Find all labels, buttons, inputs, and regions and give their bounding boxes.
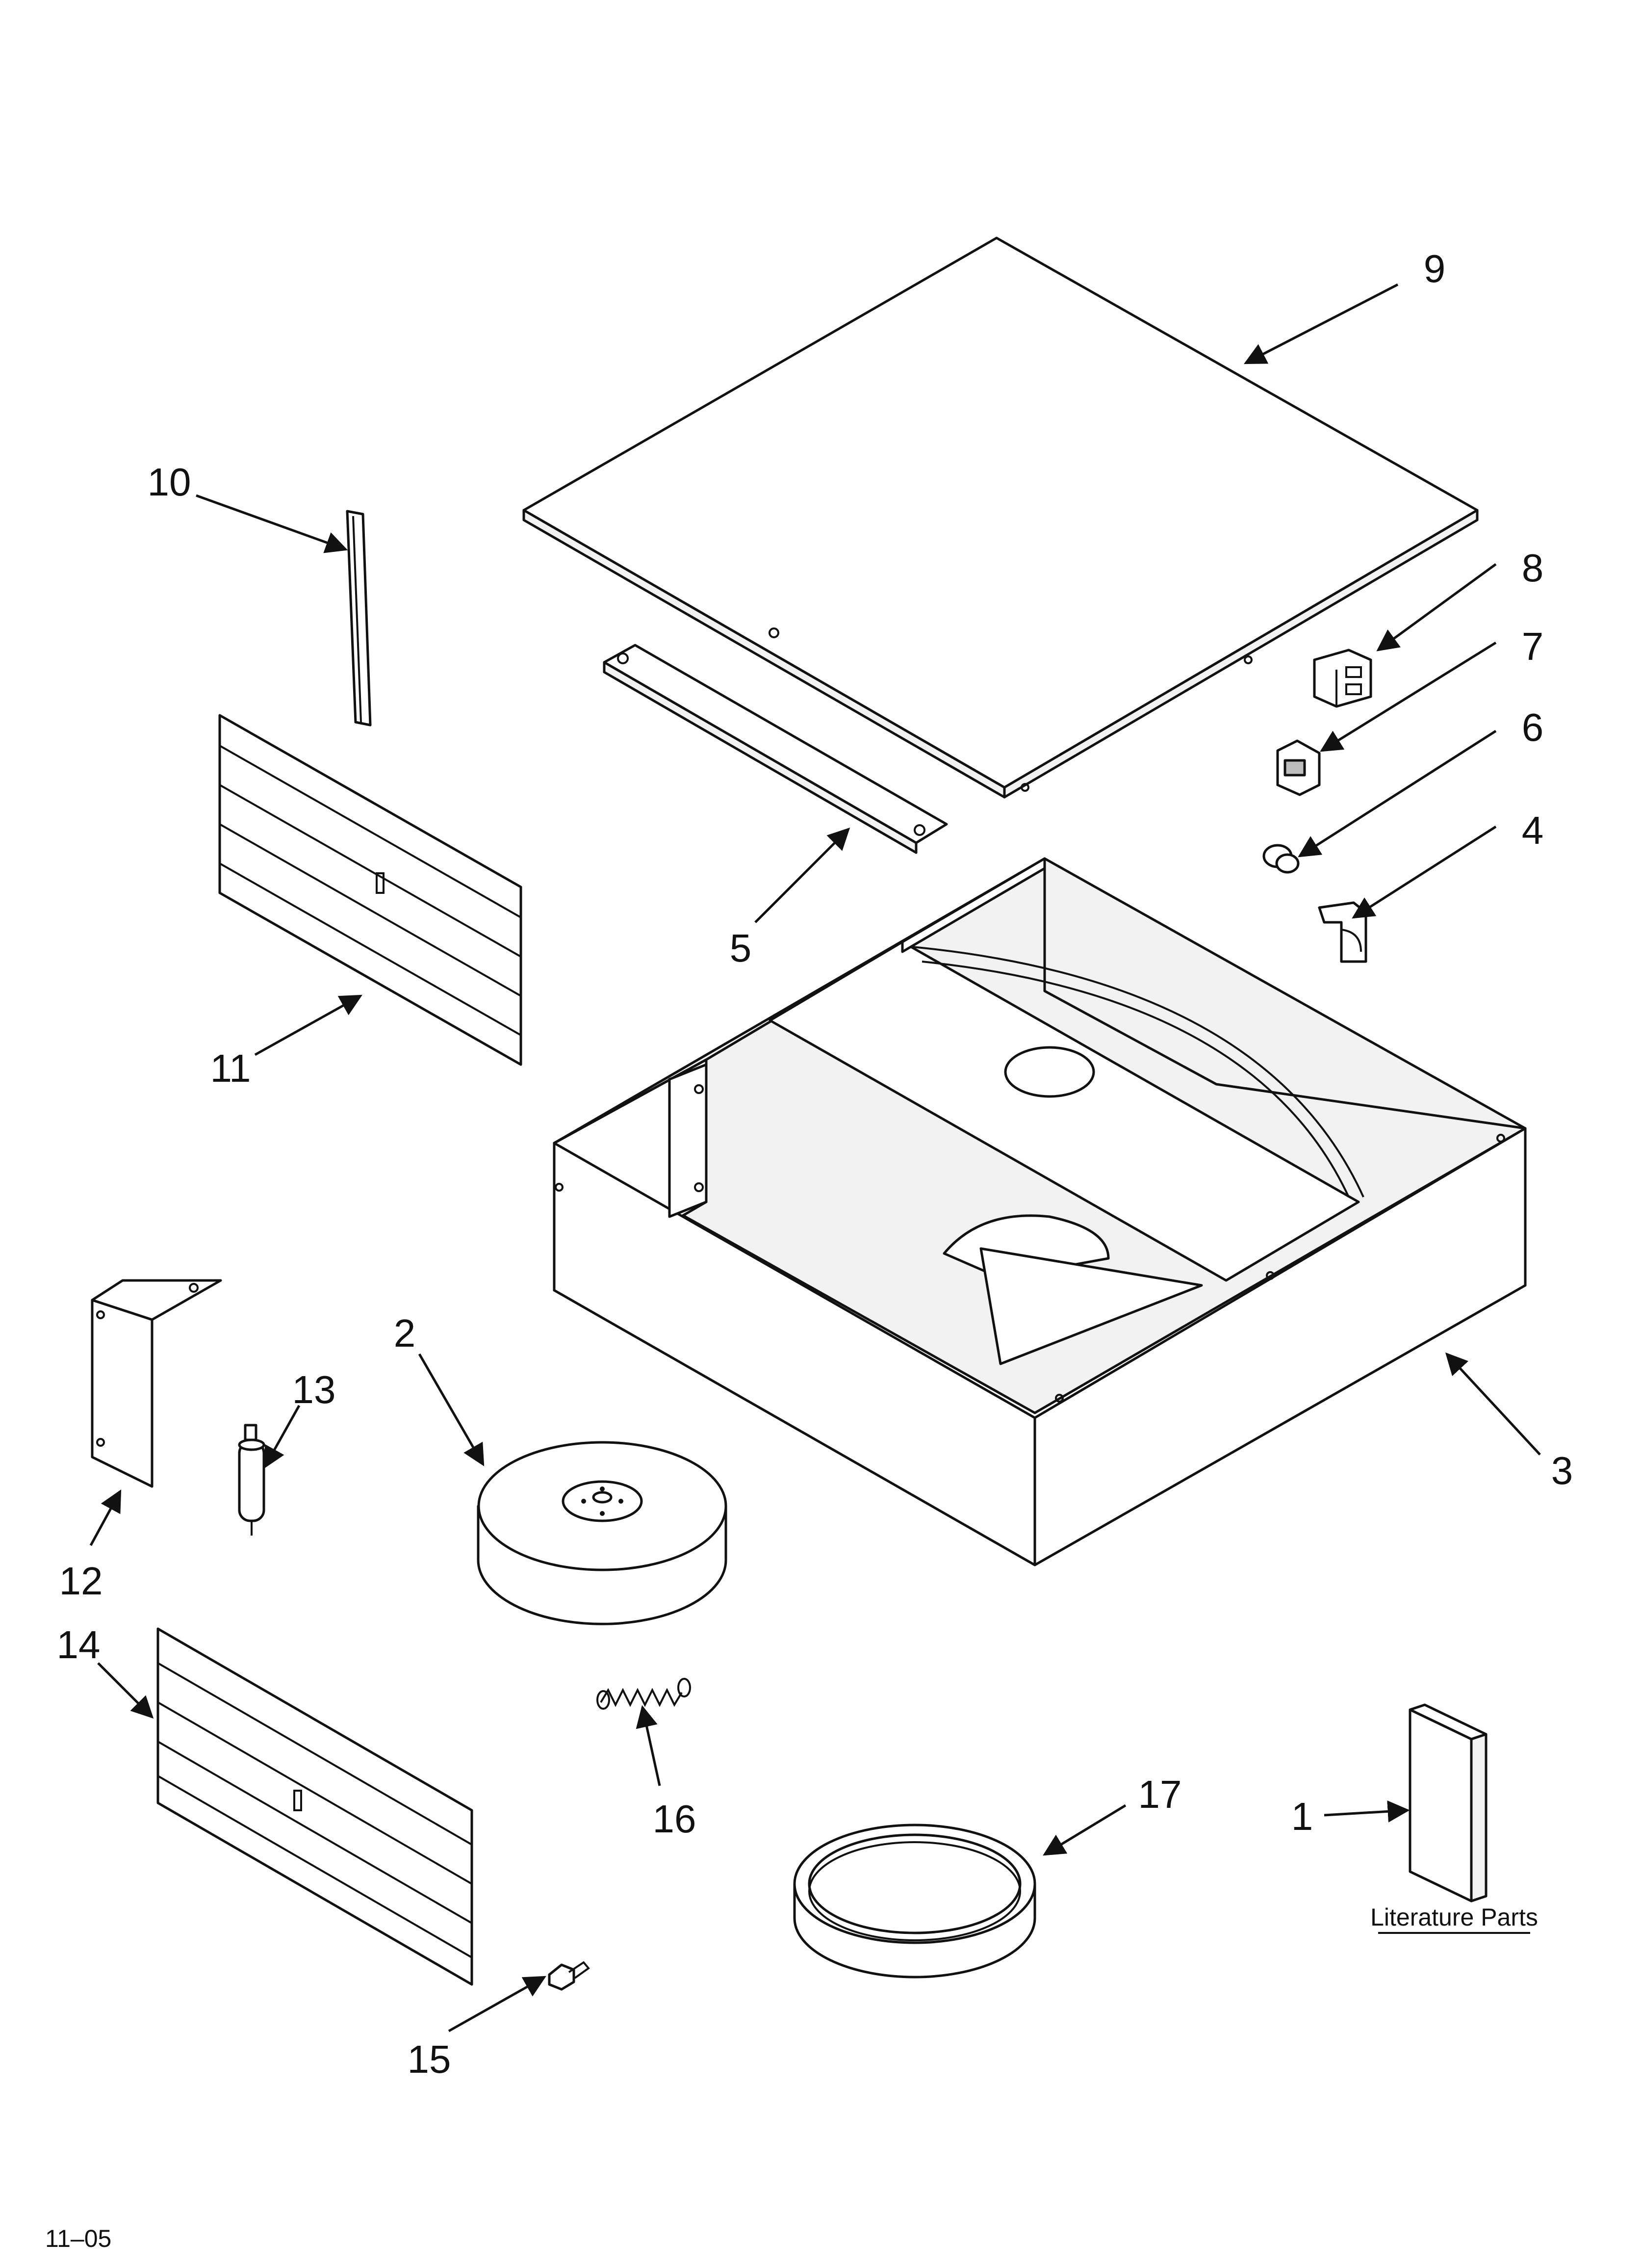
callout-14: 14 <box>57 1623 101 1667</box>
top-panel-part <box>522 236 1479 799</box>
callout-17: 17 <box>1138 1773 1182 1816</box>
leader-12 <box>89 1489 122 1546</box>
callout-8: 8 <box>1522 546 1544 590</box>
upper-grille-part <box>218 714 522 1066</box>
callout-10: 10 <box>148 460 191 504</box>
leader-4 <box>1352 825 1497 919</box>
leader-15 <box>448 1976 546 2033</box>
leader-16 <box>636 1705 661 1786</box>
leader-2 <box>418 1353 485 1466</box>
lower-grille-part <box>156 1627 473 1986</box>
leader-7 <box>1320 641 1497 752</box>
leader-14 <box>97 1662 154 1719</box>
capacitor-part <box>238 1424 265 1536</box>
support-bracket-part <box>603 644 948 854</box>
leader-13 <box>263 1405 301 1469</box>
ring-part <box>793 1824 1036 1979</box>
leader-17 <box>1043 1804 1127 1856</box>
callout-7: 7 <box>1522 625 1544 668</box>
callout-2: 2 <box>394 1311 416 1355</box>
literature-booklet-part <box>1409 1703 1488 1903</box>
callout-1: 1 <box>1291 1795 1313 1838</box>
clip-part <box>1276 739 1321 796</box>
leader-1 <box>1324 1800 1410 1823</box>
callout-labels: 9 10 8 7 6 4 5 11 3 2 13 12 14 16 17 1 1… <box>57 247 1573 2081</box>
switch-block-part <box>1313 649 1372 708</box>
hook-bracket-part <box>1318 901 1367 963</box>
callout-15: 15 <box>408 2037 451 2081</box>
leader-5 <box>754 827 850 923</box>
spring-part <box>596 1678 691 1710</box>
knob-part <box>1262 844 1300 874</box>
corner-bracket-part <box>91 1279 222 1488</box>
callout-4: 4 <box>1522 808 1544 852</box>
callout-12: 12 <box>59 1559 103 1603</box>
leader-8 <box>1376 563 1497 652</box>
screw-part <box>548 1961 590 1991</box>
leader-lines <box>89 283 1541 2033</box>
leader-11 <box>254 994 362 1056</box>
leader-10 <box>196 494 348 553</box>
vertical-strip-part <box>346 510 372 727</box>
callout-6: 6 <box>1522 705 1544 749</box>
callout-5: 5 <box>730 926 752 970</box>
date-code: 11–05 <box>45 2225 111 2252</box>
leader-9 <box>1244 283 1399 365</box>
fan-wheel-part <box>477 1441 727 1625</box>
callout-11: 11 <box>210 1046 251 1090</box>
callout-9: 9 <box>1424 247 1446 290</box>
literature-parts-label: Literature Parts <box>1370 1903 1538 1931</box>
callout-16: 16 <box>653 1797 696 1841</box>
base-housing-part <box>553 857 1527 1566</box>
callout-13: 13 <box>292 1368 336 1411</box>
callout-3: 3 <box>1551 1449 1573 1492</box>
leader-3 <box>1445 1352 1541 1456</box>
leader-6 <box>1298 730 1497 858</box>
